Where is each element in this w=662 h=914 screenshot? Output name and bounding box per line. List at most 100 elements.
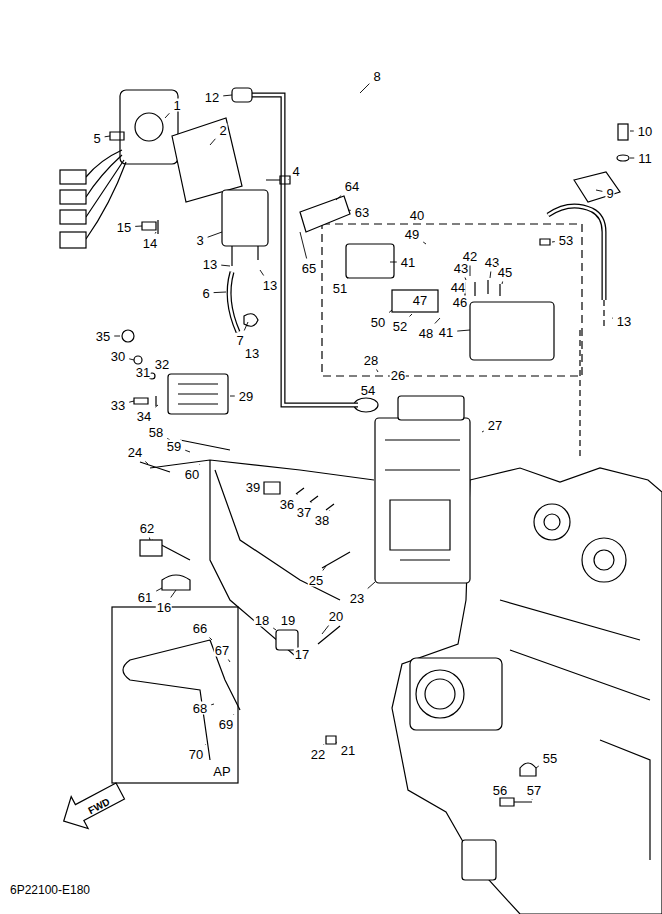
callout-number: 24: [127, 446, 143, 459]
leader-line: [390, 262, 397, 263]
leader-line: [323, 566, 326, 571]
variant-box: [112, 607, 238, 783]
leader-line: [155, 232, 157, 234]
leader-line: [300, 232, 307, 259]
bracket: [574, 172, 620, 202]
callout-number: 19: [280, 614, 296, 627]
callout-number: 6: [201, 287, 210, 300]
callout-number: 44: [450, 281, 466, 294]
callout-number: 53: [558, 234, 574, 247]
callout-number: 11: [637, 152, 653, 165]
callout-number: 51: [332, 282, 348, 295]
washer: [134, 356, 142, 364]
leader-line: [552, 241, 555, 242]
callout-number: 41: [438, 326, 454, 339]
leader-line: [336, 196, 341, 201]
leader-line: [171, 590, 176, 598]
hose: [229, 272, 238, 332]
connector: [264, 482, 280, 494]
leader-line: [348, 210, 351, 211]
leader-line: [532, 799, 533, 801]
relay: [168, 374, 228, 414]
engine-detail: [534, 504, 570, 540]
connector: [60, 170, 86, 184]
callout-number: 63: [354, 206, 370, 219]
leader-line: [214, 292, 226, 294]
leader-line: [210, 139, 215, 145]
leader-line: [323, 744, 324, 746]
callout-number: 10: [637, 125, 653, 138]
callout-number: 60: [184, 468, 200, 481]
hose: [252, 95, 358, 405]
callout-number: 26: [390, 369, 406, 382]
leader-line: [185, 450, 190, 452]
callout-number: 41: [400, 256, 416, 269]
leader-line: [347, 278, 348, 280]
callout-number: 38: [314, 514, 330, 527]
leader-line: [114, 336, 120, 337]
leader-line: [490, 272, 492, 279]
callout-number: 66: [192, 622, 208, 635]
leader-line: [502, 282, 504, 285]
leader-line: [457, 330, 470, 331]
sensor: [462, 840, 496, 880]
leader-line: [630, 158, 634, 159]
leader-line: [244, 322, 248, 331]
leader-line: [470, 266, 471, 277]
valve-body: [222, 190, 268, 246]
wire-harness: [150, 440, 374, 660]
connector: [60, 210, 86, 224]
callout-number: 48: [418, 327, 434, 340]
leader-line: [410, 314, 413, 317]
leader-line: [199, 464, 200, 466]
relay-detail: [178, 384, 218, 404]
bolt: [110, 132, 124, 140]
callout-number: 8: [372, 70, 381, 83]
callout-number: 46: [452, 296, 468, 309]
callout-number: 36: [279, 498, 295, 511]
ecu-unit: [375, 418, 470, 583]
hose: [548, 206, 604, 300]
cable: [123, 640, 240, 760]
callout-number: 23: [349, 592, 365, 605]
callout-number: 5: [92, 132, 101, 145]
callout-number: 17: [294, 648, 310, 661]
callout-number: 7: [235, 334, 244, 347]
callout-number: 14: [142, 237, 158, 250]
module: [470, 302, 554, 360]
leader-line: [423, 242, 426, 244]
leader-line: [311, 502, 312, 504]
bolt: [142, 220, 158, 234]
leader-line: [389, 310, 392, 313]
callout-number: 33: [110, 399, 126, 412]
ecu-connector: [398, 396, 464, 420]
leader-line: [228, 660, 230, 663]
bolt: [618, 124, 628, 140]
clip: [232, 88, 252, 102]
callout-number: 58: [148, 426, 164, 439]
callout-number: 54: [360, 384, 376, 397]
bolt: [540, 239, 550, 245]
callout-number: 69: [218, 718, 234, 731]
callout-number: 45: [497, 266, 513, 279]
callout-number: 47: [412, 294, 428, 307]
callout-number: 49: [404, 228, 420, 241]
group-outline: [322, 224, 582, 376]
callout-number: 59: [166, 440, 182, 453]
leader-line: [322, 626, 329, 635]
callout-number: 56: [492, 784, 508, 797]
plate: [300, 196, 350, 232]
leader-line: [260, 270, 264, 276]
leader-line: [368, 582, 375, 589]
leader-line: [211, 704, 214, 706]
callout-number: 9: [605, 187, 614, 200]
leader-line: [155, 405, 158, 407]
leader-line: [230, 396, 235, 397]
clip: [244, 314, 258, 327]
engine-detail: [544, 514, 560, 530]
hose: [252, 95, 358, 405]
callout-number: 4: [291, 165, 300, 178]
engine-detail: [594, 550, 614, 570]
leader-line: [612, 318, 614, 319]
hose: [229, 272, 238, 332]
